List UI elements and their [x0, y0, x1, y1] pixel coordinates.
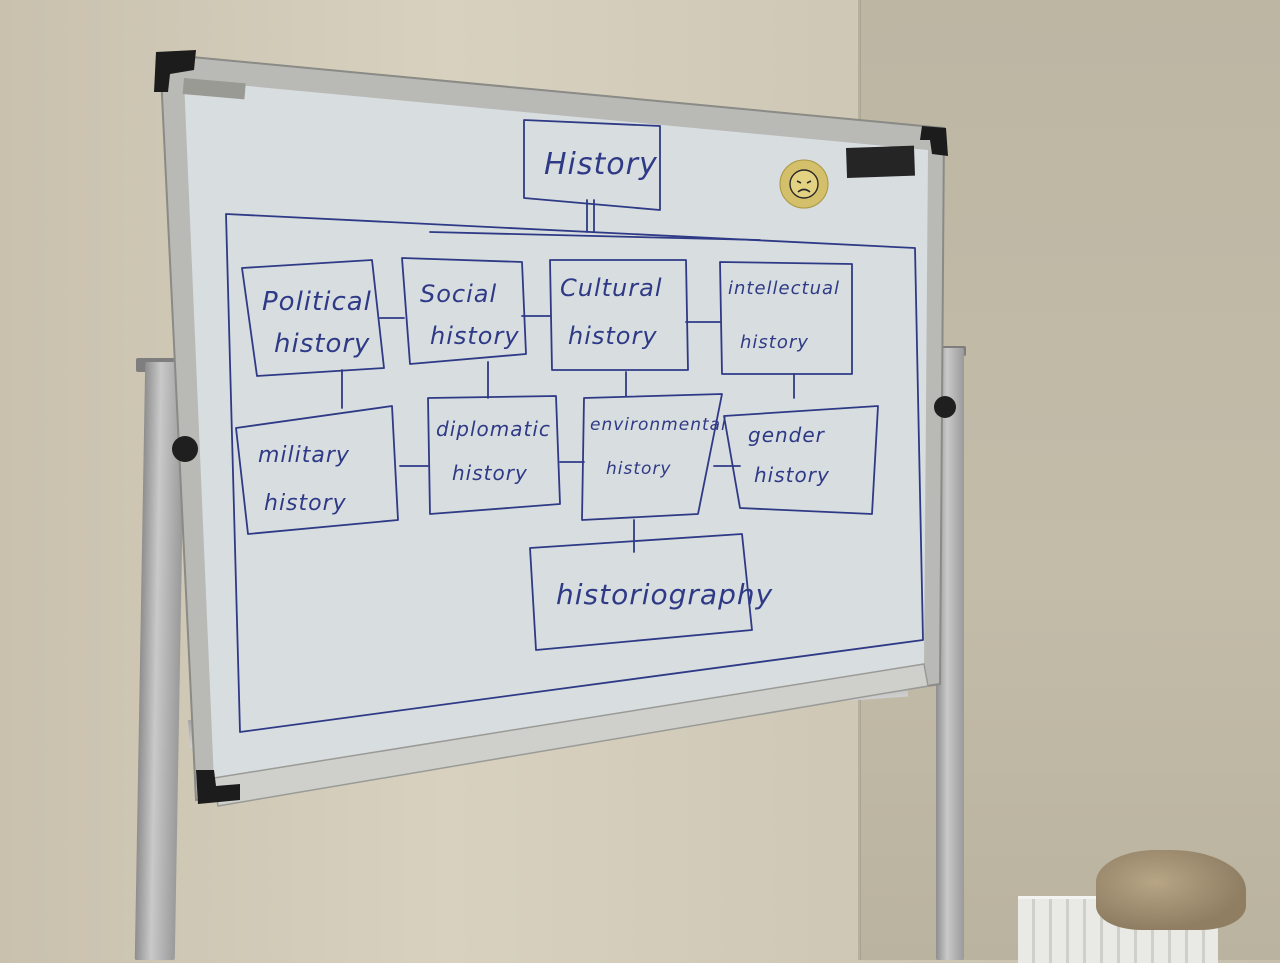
frame-corner-bl — [196, 770, 240, 804]
links-row2 — [399, 461, 741, 467]
links-row1 — [379, 315, 721, 323]
stand-knob-left — [172, 436, 198, 462]
stand-knob-right — [934, 396, 956, 418]
frame-corner-tr — [920, 126, 948, 156]
frame-corner-tl — [154, 50, 196, 92]
node-historiography: historiography — [529, 533, 773, 651]
whiteboard-surface — [184, 80, 928, 782]
node-historiography-label: historiography — [556, 578, 773, 611]
outer-border — [225, 213, 924, 733]
eraser — [846, 145, 916, 178]
brand-label — [182, 78, 246, 100]
node-root: History — [523, 119, 661, 211]
node-root-label: History — [544, 147, 658, 182]
woven-bag — [1096, 850, 1246, 930]
link-root-down — [429, 199, 761, 241]
magnet-icon — [779, 159, 829, 209]
links-vertical — [341, 361, 795, 553]
